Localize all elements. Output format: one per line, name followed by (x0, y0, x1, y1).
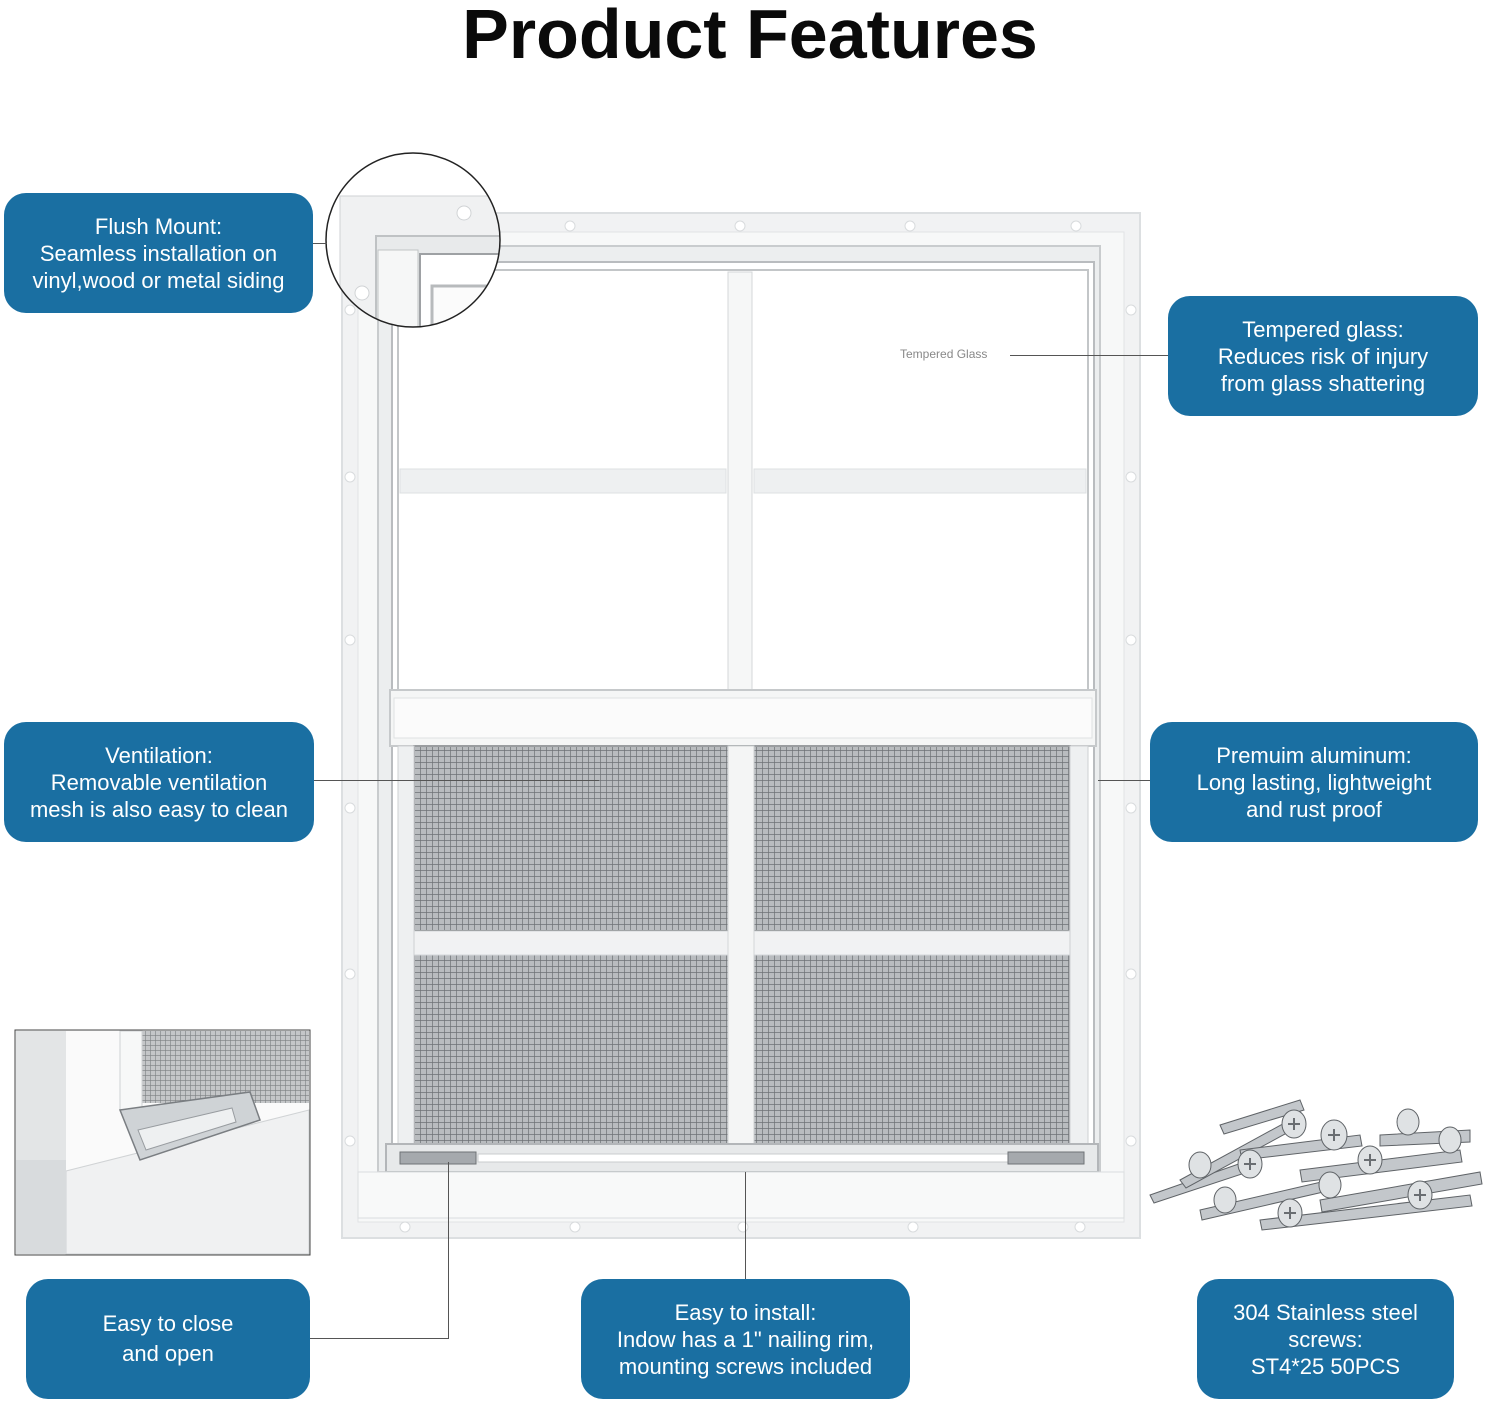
page-title: Product Features (462, 0, 1038, 73)
callout-aluminum-line3: and rust proof (1246, 796, 1382, 822)
callout-install-line2: Indow has a 1" nailing rim, (616, 1326, 875, 1352)
callout-flush-mount-line3: vinyl,wood or metal siding (32, 267, 285, 293)
callout-tempered-glass-line2: Reduces risk of injury (1217, 343, 1429, 369)
leader-install (745, 1172, 746, 1280)
callout-flush-mount-line1: Flush Mount: (94, 213, 223, 239)
callout-install-line3: mounting screws included (618, 1353, 873, 1379)
stainless-screws-pile (1149, 1099, 1483, 1231)
callout-aluminum: Premuim aluminum: Long lasting, lightwei… (1150, 722, 1478, 842)
callout-aluminum-line2: Long lasting, lightweight (1196, 769, 1432, 795)
callout-ventilation-line1: Ventilation: (105, 742, 213, 768)
callout-flush-mount: Flush Mount: Seamless installation on vi… (4, 193, 313, 313)
callout-install: Easy to install: Indow has a 1" nailing … (581, 1279, 910, 1399)
leader-flush-mount (313, 243, 327, 244)
glass-label: Tempered Glass (900, 347, 988, 361)
callout-ventilation-line2: Removable ventilation (50, 769, 268, 795)
leader-tempered-glass (1010, 355, 1168, 356)
callout-screws-line3: ST4*25 50PCS (1250, 1353, 1401, 1379)
callout-install-line1: Easy to install: (674, 1299, 817, 1325)
callout-tempered-glass-line1: Tempered glass: (1242, 316, 1404, 342)
callout-tempered-glass: Tempered glass: Reduces risk of injury f… (1168, 296, 1478, 416)
leader-close-open-h (310, 1338, 449, 1339)
callout-tempered-glass-line3: from glass shattering (1220, 370, 1426, 396)
leader-ventilation (314, 780, 599, 781)
callout-screws-line2: screws: (1288, 1326, 1363, 1352)
callout-close-open-line2: and open (122, 1341, 214, 1366)
callout-screws-line1: 304 Stainless steel (1233, 1299, 1418, 1325)
latch-left (399, 1151, 477, 1165)
callout-close-open-line1: Easy to close (102, 1311, 234, 1336)
latch-detail-closeup (14, 1029, 311, 1256)
callout-ventilation-line3: mesh is also easy to clean (29, 796, 289, 822)
callout-aluminum-line1: Premuim aluminum: (1216, 742, 1412, 768)
callout-ventilation: Ventilation: Removable ventilation mesh … (4, 722, 314, 842)
callout-close-open: Easy to close and open (26, 1279, 310, 1399)
corner-zoom-circle (325, 152, 501, 328)
callout-flush-mount-line2: Seamless installation on (39, 240, 278, 266)
leader-close-open-v (448, 1162, 449, 1338)
latch-right (1007, 1151, 1085, 1165)
callout-screws: 304 Stainless steel screws: ST4*25 50PCS (1197, 1279, 1454, 1399)
flange-holes (344, 220, 1137, 1233)
leader-aluminum (1098, 780, 1150, 781)
